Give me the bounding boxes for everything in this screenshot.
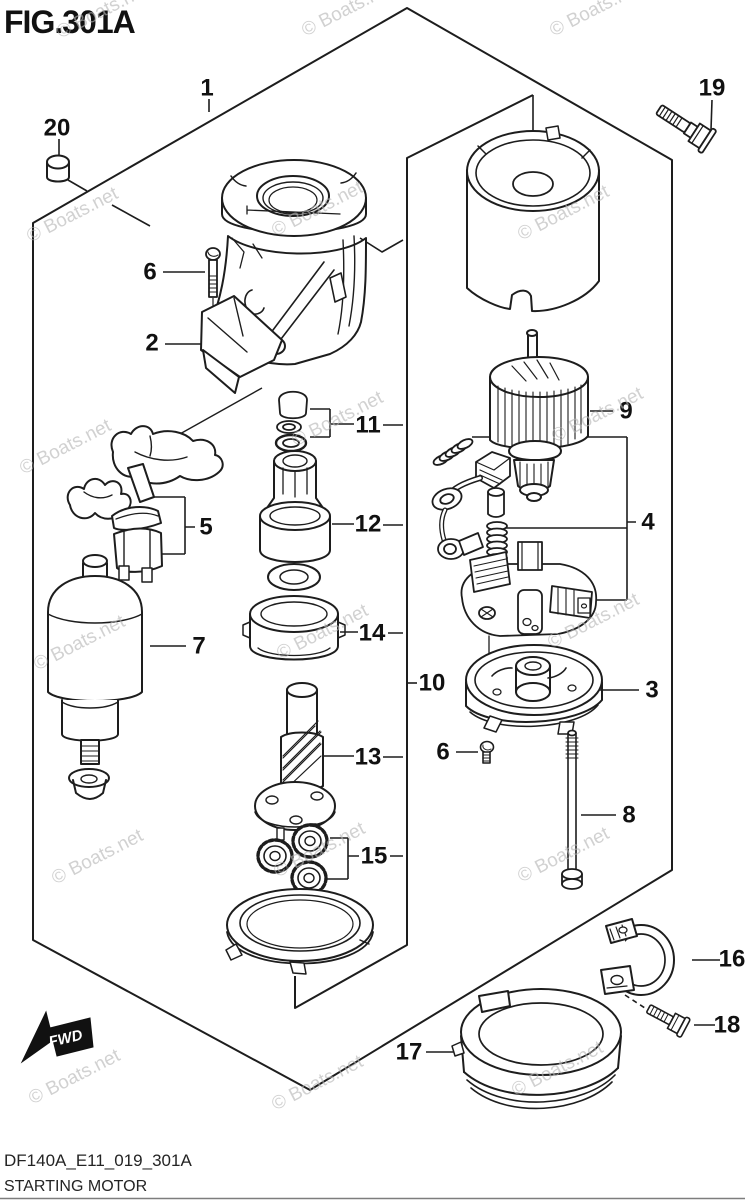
callout-4[interactable]: 4 (641, 509, 655, 536)
part-2-starter-housing (200, 159, 367, 394)
callout-3[interactable]: 3 (645, 677, 658, 704)
leader-lines (58, 99, 720, 1053)
callout-12[interactable]: 12 (355, 511, 382, 538)
watermark-text: © Boats.net (48, 825, 147, 889)
part-19-bolt (655, 104, 717, 154)
callout-6-lower[interactable]: 6 (436, 739, 449, 766)
brush-spring-upper (432, 438, 474, 466)
part-7-solenoid (47, 554, 143, 800)
callout-13[interactable]: 13 (355, 744, 382, 771)
watermark-text: © Boats.net (546, 0, 645, 41)
callout-20[interactable]: 20 (44, 115, 71, 142)
callout-16[interactable]: 16 (719, 946, 745, 973)
callout-8[interactable]: 8 (622, 802, 635, 829)
part-6-screw-upper (205, 247, 221, 335)
part-14-buffer-set (242, 563, 346, 661)
part-3-end-cap (465, 644, 603, 735)
callout-5[interactable]: 5 (199, 514, 212, 541)
callout-2[interactable]: 2 (145, 330, 158, 357)
footer-code: DF140A_E11_019_301A (4, 1151, 192, 1170)
callout-19[interactable]: 19 (699, 75, 726, 102)
isometric-box-outline (32, 7, 673, 1091)
watermark-text: © Boats.net (298, 0, 397, 41)
part-16-clamp (598, 918, 675, 996)
motor-yoke-cylinder (466, 125, 600, 313)
part-5-shift-lever-set (66, 425, 224, 583)
part-4-brush-holder-set (431, 438, 597, 667)
part-15-idle-gears (256, 823, 329, 896)
callout-9[interactable]: 9 (619, 398, 632, 425)
figure-title: FIG.301A (4, 4, 136, 40)
watermark-text: © Boats.net (23, 183, 122, 247)
watermark-text: © Boats.net (268, 1051, 367, 1115)
part-17-collar (451, 988, 622, 1110)
part-18-bolt (646, 1004, 691, 1038)
watermark-text: © Boats.net (25, 1045, 124, 1109)
callout-14[interactable]: 14 (359, 620, 386, 647)
callout-10[interactable]: 10 (419, 670, 446, 697)
callout-11[interactable]: 11 (355, 412, 380, 439)
part-8-through-bolt (561, 729, 583, 890)
part-20-bushing (46, 154, 70, 183)
callout-17[interactable]: 17 (396, 1039, 423, 1066)
callout-18[interactable]: 18 (714, 1012, 741, 1039)
part-12-drive-pinion (259, 450, 331, 563)
watermark-text: © Boats.net (16, 415, 115, 479)
callout-labels: 1 2 3 4 5 6 6 7 8 9 10 11 12 13 14 15 16… (44, 75, 745, 1066)
internal-ring-gear (225, 888, 374, 975)
footer-name: STARTING MOTOR (4, 1178, 147, 1195)
part-6-screw-lower (479, 740, 495, 764)
part-11-cap-and-washers (274, 390, 308, 453)
callout-15[interactable]: 15 (361, 843, 388, 870)
callout-6-upper[interactable]: 6 (143, 259, 156, 286)
part-13-drive-shaft (254, 682, 336, 841)
fwd-direction-arrow: FWD (20, 1010, 94, 1064)
part-9-armature (489, 329, 589, 502)
callout-7[interactable]: 7 (192, 633, 205, 660)
callout-1[interactable]: 1 (200, 75, 213, 102)
